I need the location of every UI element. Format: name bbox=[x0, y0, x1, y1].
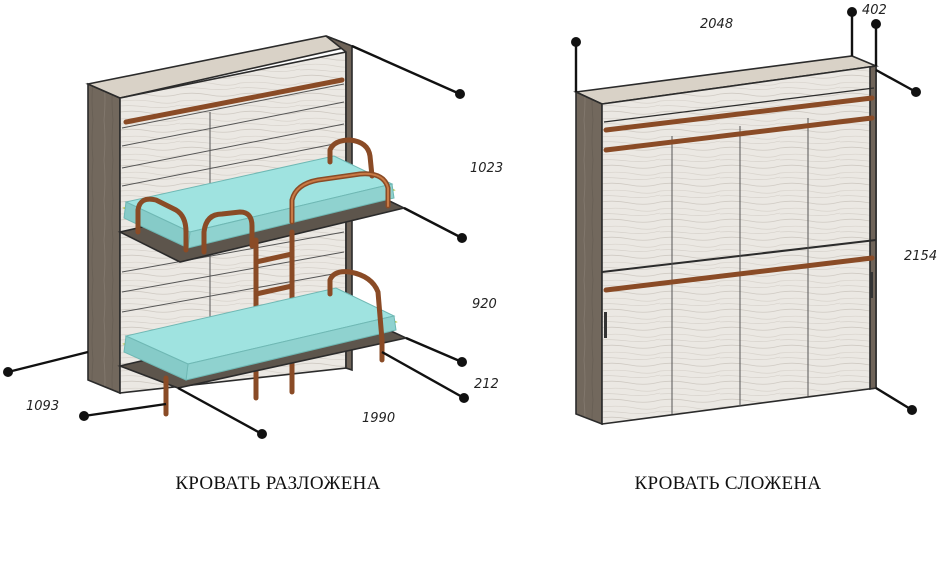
dim-folded-height: 2154 bbox=[904, 249, 937, 264]
lower-guard-rail bbox=[327, 269, 385, 363]
folded-cabinet-right-edge bbox=[869, 65, 877, 390]
folded-vertical-seams bbox=[671, 118, 809, 414]
dim-bed-height: 212 bbox=[474, 377, 499, 392]
back-wall-slats bbox=[121, 83, 345, 340]
upper-guard-rail-front bbox=[201, 209, 255, 255]
lower-mattress-front bbox=[123, 335, 189, 381]
unfolded-bed-figure: 1023 920 212 1990 1093 КРОВАТЬ РАЗЛОЖЕНА bbox=[3, 35, 503, 494]
caption-folded: КРОВАТЬ СЛОЖЕНА bbox=[635, 473, 822, 494]
folded-right-handle bbox=[870, 272, 873, 298]
folded-bed-figure: 2048 402 2154 КРОВАТЬ СЛОЖЕНА bbox=[571, 3, 937, 494]
right-leader-lines bbox=[571, 7, 921, 415]
dim-length: 1990 bbox=[362, 411, 395, 426]
dim-lower-height: 920 bbox=[472, 297, 497, 312]
folded-panel-seam bbox=[601, 239, 877, 273]
upper-bed bbox=[117, 137, 407, 263]
upper-guard-rail-back bbox=[327, 137, 375, 179]
back-wall-trim bbox=[123, 77, 345, 125]
folded-cabinet-left-side bbox=[575, 90, 603, 426]
dim-depth: 1093 bbox=[26, 399, 59, 414]
cabinet-left-side bbox=[87, 82, 121, 395]
folded-top-trim-2 bbox=[603, 115, 875, 153]
folded-top-trim-1 bbox=[603, 95, 875, 133]
folded-top-line bbox=[603, 87, 875, 123]
dim-upper-height: 1023 bbox=[470, 161, 503, 176]
upper-guard-highlight bbox=[291, 172, 389, 223]
upper-guard-rail-left bbox=[135, 196, 189, 253]
left-leader-lines bbox=[3, 44, 469, 439]
folded-left-handle bbox=[604, 312, 607, 338]
dim-folded-depth: 402 bbox=[862, 3, 887, 18]
dim-folded-width: 2048 bbox=[700, 17, 733, 32]
lower-bed bbox=[117, 269, 409, 417]
caption-unfolded: КРОВАТЬ РАЗЛОЖЕНА bbox=[175, 473, 380, 494]
folded-mid-trim bbox=[603, 255, 875, 293]
